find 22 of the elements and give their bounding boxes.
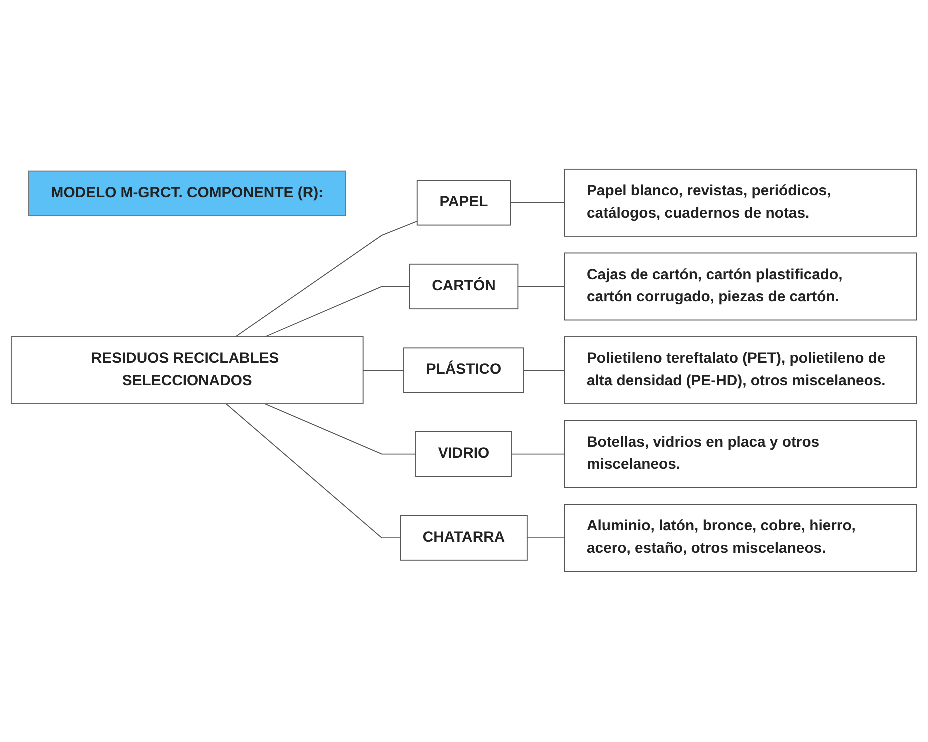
node-box: Botellas, vidrios en placa y otros miscelaneos.: [564, 420, 917, 489]
connector: [524, 370, 566, 372]
node-box: CHATARRA: [400, 516, 528, 562]
connector: [235, 222, 418, 338]
connector: [226, 404, 402, 540]
connector: [510, 202, 566, 204]
connector: [264, 286, 410, 338]
node-box: Polietileno tereftalato (PET), polietileno de alta densidad (PE-HD), otros miscelaneos.: [564, 337, 917, 405]
connector: [526, 538, 566, 540]
node-box: MODELO M-GRCT. COMPONENTE (R):: [28, 171, 346, 217]
connector: [518, 286, 566, 288]
node-box: PLÁSTICO: [404, 348, 524, 394]
connector: [362, 370, 404, 372]
connector: [264, 404, 416, 456]
node-box: VIDRIO: [416, 432, 512, 478]
node-box: Papel blanco, revistas, periódicos, catálogos, cuadernos de notas.: [564, 169, 917, 238]
node-box: RESIDUOS RECICLABLES SELECCIONADOS: [11, 337, 364, 405]
node-box: Cajas de cartón, cartón plastificado, cartón corrugado, piezas de cartón.: [564, 253, 917, 322]
node-box: PAPEL: [416, 180, 512, 226]
connector: [512, 454, 566, 456]
node-box: Aluminio, latón, bronce, cobre, hierro, acero, estaño, otros miscelaneos.: [564, 504, 917, 573]
node-box: CARTÓN: [409, 264, 519, 310]
